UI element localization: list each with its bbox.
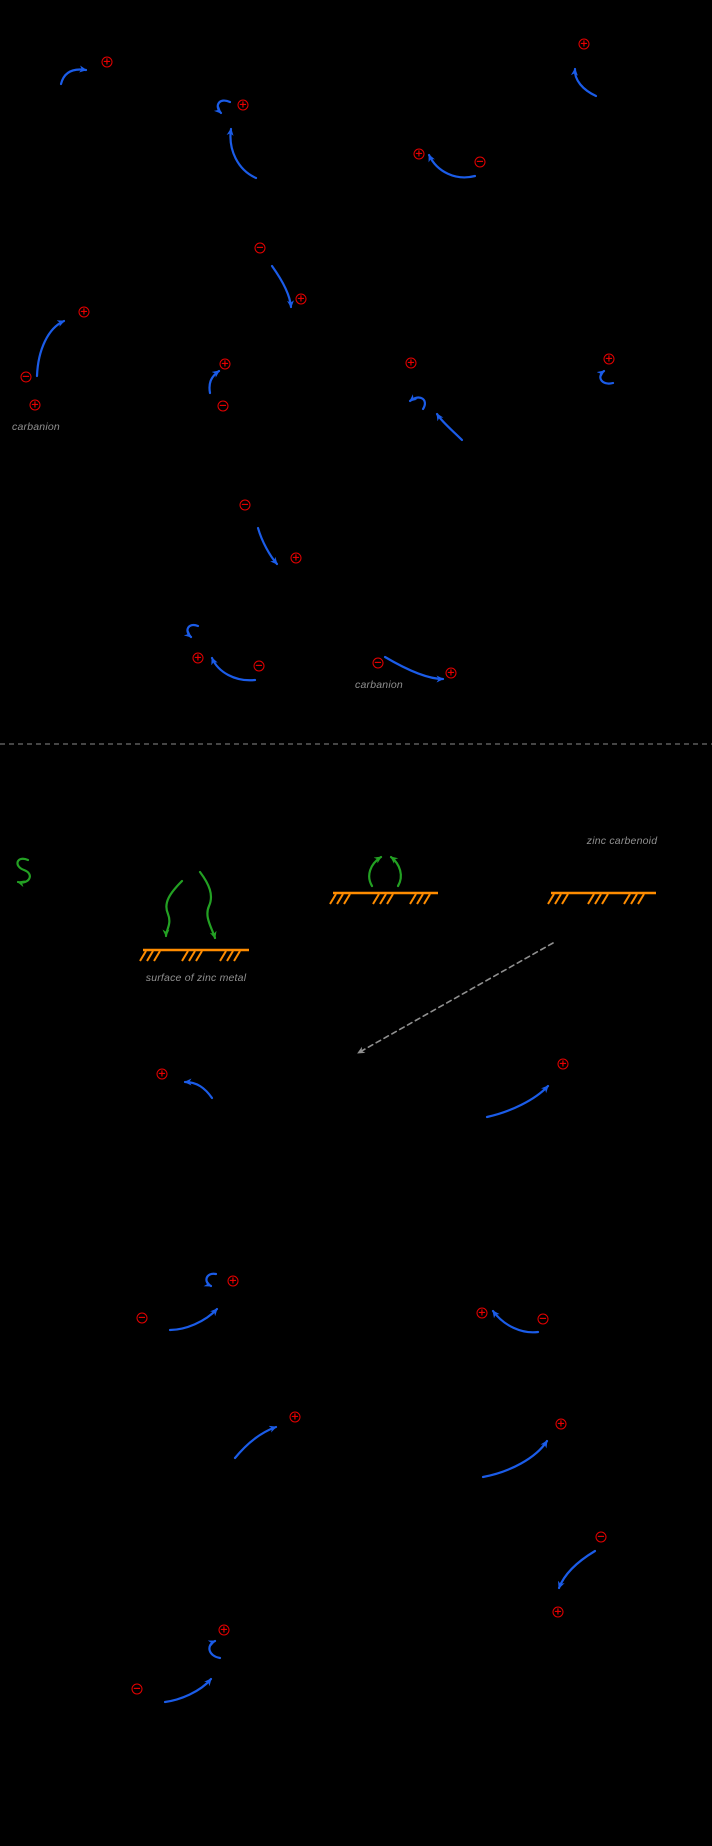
charge-minus-symbol: − [474,156,486,168]
curved-arrow-b3 [208,369,221,395]
zinc-surface-middle-hatch-tick [336,893,344,905]
curved-arrow-c2 [210,656,257,682]
zinc-surface-left-hatch-tick [146,950,154,962]
hook-arrow-e1 [203,1272,218,1288]
hook-arrow-c2 [183,623,200,639]
charge-plus-symbol: + [405,357,417,369]
charge-plus-symbol: + [290,552,302,564]
charge-plus-symbol: + [219,358,231,370]
zinc-surface-middle-hatch-tick [329,893,337,905]
zinc-surface-right-hatch-tick [637,893,645,905]
charge-minus-symbol: − [239,499,251,511]
zinc-surface-right-hatch-tick [554,893,562,905]
zinc-surface-middle [329,891,438,905]
charge-plus-symbol: + [156,1068,168,1080]
zinc-surface-middle-hatch-tick [386,893,394,905]
zinc-surface-left [139,948,249,962]
charge-plus-symbol: + [476,1307,488,1319]
charge-plus-symbol: + [289,1411,301,1423]
charge-minus-symbol: − [254,242,266,254]
zinc-surface-middle-hatch-tick [409,893,417,905]
zinc-surface-right-hatch-tick [547,893,555,905]
zinc-surface-middle-hatch-tick [416,893,424,905]
charge-minus-symbol: − [20,371,32,383]
zinc-surface-middle-hatch-tick [372,893,380,905]
curved-arrow-a4 [570,67,598,98]
carbanion-label-1: carbanion [12,421,60,433]
charge-minus-symbol: − [372,657,384,669]
zinc-surface-right [547,891,656,905]
zinc-surface-left-hatch-tick [195,950,203,962]
curved-arrow-h1 [163,1677,213,1704]
curved-arrow-f2 [481,1439,549,1479]
zinc-surface-left-hatch-tick [153,950,161,962]
charge-plus-symbol: + [237,99,249,111]
hook-arrow-h1 [207,1639,222,1660]
surface-of-zinc-metal-label: surface of zinc metal [145,972,247,984]
charge-minus-symbol: − [136,1312,148,1324]
charge-minus-symbol: − [217,400,229,412]
hook-arrow-a2 [213,99,232,115]
zinc-surface-left-hatch-tick [181,950,189,962]
curved-arrow-a3 [427,153,477,179]
charge-minus-symbol: − [131,1683,143,1695]
zinc-surface-left-hatch-tick [219,950,227,962]
charge-plus-symbol: + [555,1418,567,1430]
charge-plus-symbol: + [192,652,204,664]
zinc-surface-left-hatch-tick [226,950,234,962]
charge-plus-symbol: + [295,293,307,305]
curved-arrow-b4 [435,412,464,442]
electron-wavy-arrow-right [198,870,217,940]
curved-arrow-b2 [35,319,66,378]
charge-minus-symbol: − [537,1313,549,1325]
zinc-surface-right-hatch-tick [601,893,609,905]
curved-arrow-e2 [491,1309,540,1334]
charge-plus-symbol: + [552,1606,564,1618]
curved-arrow-c1 [256,526,279,566]
retro-dashed-arrow [357,942,554,1054]
curved-arrow-f1 [233,1425,278,1460]
charge-plus-symbol: + [557,1058,569,1070]
charge-plus-symbol: + [603,353,615,365]
curved-arrow-a2 [226,127,258,180]
charge-plus-symbol: + [445,667,457,679]
zinc-surface-middle-hatch-tick [379,893,387,905]
zinc-surface-right-hatch-tick [587,893,595,905]
zinc-surface-middle-hatch-tick [423,893,431,905]
zinc-surface-right-hatch-tick [561,893,569,905]
electron-wavy-arrow-left [162,879,184,938]
curved-arrow-d1 [183,1078,214,1100]
charge-minus-symbol: − [253,660,265,672]
zinc-surface-left-hatch-tick [139,950,147,962]
charge-minus-symbol: − [595,1531,607,1543]
zinc-surface-right-hatch-tick [594,893,602,905]
electron-squiggle-arrow [16,857,31,888]
curved-arrow-g1 [557,1549,597,1590]
zinc-surface-left-hatch-tick [188,950,196,962]
zinc-surface-right-hatch-tick [630,893,638,905]
carbanion-label-2: carbanion [355,679,403,691]
charge-plus-symbol: + [413,148,425,160]
curved-arrow-c3 [383,655,445,683]
charge-plus-symbol: + [578,38,590,50]
charge-plus-symbol: + [101,56,113,68]
zinc-surface-right-hatch-tick [623,893,631,905]
charge-plus-symbol: + [218,1624,230,1636]
curved-arrow-d2 [485,1084,550,1119]
electron-crown-arrow-right [389,855,402,888]
hook-arrow-b4 [408,394,426,411]
hook-arrow-b5 [596,369,615,385]
curved-arrow-b1 [270,264,294,309]
curved-arrow-a1 [59,65,88,86]
zinc-surface-left-hatch-tick [233,950,241,962]
curved-arrow-e1 [168,1307,219,1332]
charge-plus-symbol: + [29,399,41,411]
charge-plus-symbol: + [78,306,90,318]
charge-plus-symbol: + [227,1275,239,1287]
zinc-carbenoid-label: zinc carbenoid [586,835,658,847]
zinc-surface-middle-hatch-tick [343,893,351,905]
electron-crown-arrow-left [368,855,383,888]
